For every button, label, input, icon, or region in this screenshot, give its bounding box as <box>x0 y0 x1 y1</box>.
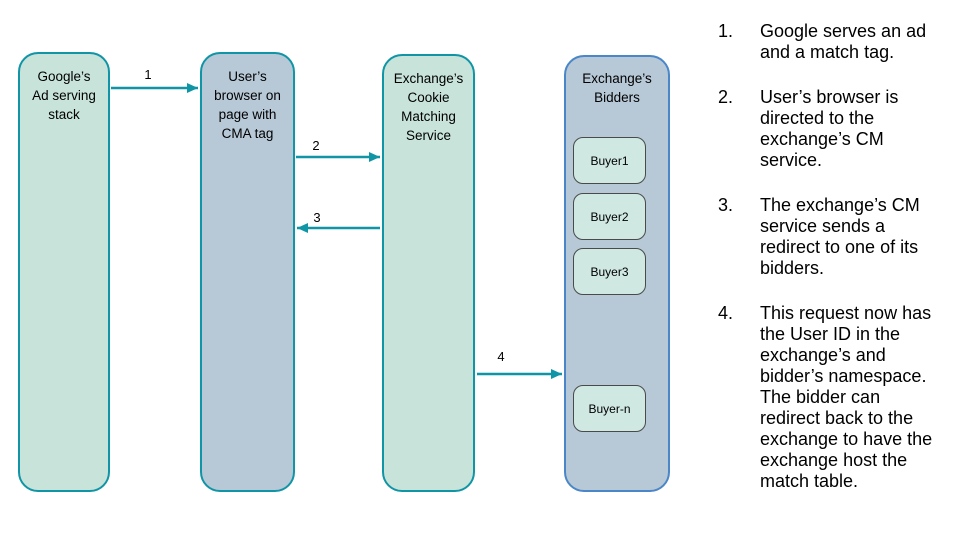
step-1-number: 1. <box>718 21 734 41</box>
step-item-2: 2. User’s browser is directed to the exc… <box>700 87 960 171</box>
arrow-2-label: 2 <box>312 138 320 153</box>
step-item-1: 1. Google serves an ad and a match tag. <box>700 21 960 63</box>
arrow-3-label: 3 <box>313 210 321 225</box>
buyer-3-box: Buyer3 <box>573 248 646 295</box>
steps-list: 1. Google serves an ad and a match tag. … <box>700 21 960 516</box>
node-exchange-bidders-label: Exchange’s Bidders <box>582 71 652 105</box>
node-google-ad-stack-label: Google’s Ad serving stack <box>32 69 96 122</box>
step-1-text: Google serves an ad and a match tag. <box>760 21 927 62</box>
buyer-3-label: Buyer3 <box>590 264 629 279</box>
buyer-2-box: Buyer2 <box>573 193 646 240</box>
step-4-number: 4. <box>718 303 734 323</box>
node-user-browser-label: User’s browser on page with CMA tag <box>214 69 281 141</box>
node-exchange-cm-service: Exchange’s Cookie Matching Service <box>382 54 475 492</box>
node-user-browser: User’s browser on page with CMA tag <box>200 52 295 492</box>
arrow-4-label: 4 <box>497 349 505 364</box>
buyer-1-box: Buyer1 <box>573 137 646 184</box>
step-3-text: The exchange’s CM service sends a redire… <box>760 195 920 278</box>
node-google-ad-stack: Google’s Ad serving stack <box>18 52 110 492</box>
arrow-1-label: 1 <box>144 67 152 82</box>
step-3-number: 3. <box>718 195 734 215</box>
buyer-2-label: Buyer2 <box>590 209 629 224</box>
step-2-text: User’s browser is directed to the exchan… <box>760 87 899 170</box>
buyer-n-box: Buyer-n <box>573 385 646 432</box>
buyer-1-label: Buyer1 <box>590 153 629 168</box>
step-2-number: 2. <box>718 87 734 107</box>
buyer-n-label: Buyer-n <box>588 401 631 416</box>
step-item-4: 4. This request now has the User ID in t… <box>700 303 960 492</box>
step-4-text: This request now has the User ID in the … <box>760 303 933 491</box>
node-exchange-cm-service-label: Exchange’s Cookie Matching Service <box>393 71 464 143</box>
node-exchange-bidders: Exchange’s Bidders Buyer1 Buyer2 Buyer3 … <box>564 55 670 492</box>
step-item-3: 3. The exchange’s CM service sends a red… <box>700 195 960 279</box>
